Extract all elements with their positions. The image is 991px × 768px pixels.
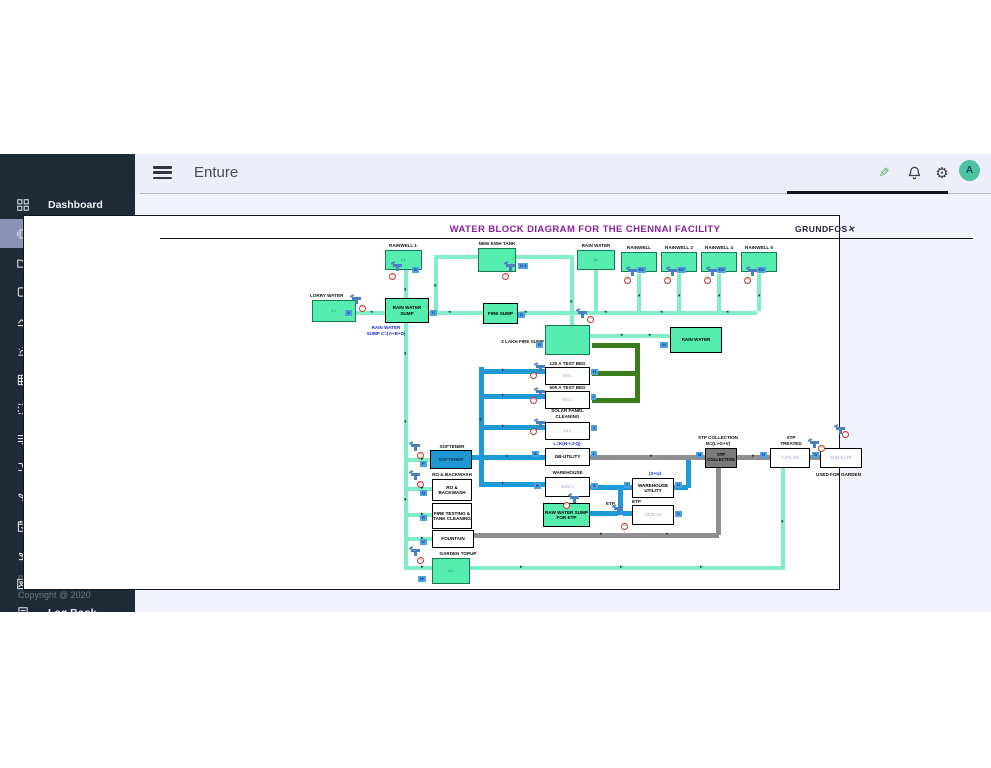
user-avatar[interactable]: A [959,160,980,181]
copyright-text: Copyright @ 2020 [18,590,91,600]
header-divider [140,193,991,194]
app-shell: Enture ✎ ⚙ A DashboardViewsWorkspacesApp… [0,154,991,612]
sidebar-item-dashboard[interactable]: Dashboard [0,190,135,219]
edit-pencil-icon[interactable]: ✎ [878,165,890,180]
top-header: Enture ✎ ⚙ A [135,154,991,194]
settings-gear-icon[interactable]: ⚙ [935,165,949,182]
app-title: Enture [194,164,239,181]
sidebar-item-label: Dashboard [48,198,103,211]
dashboard-icon [13,197,33,213]
view-canvas [23,215,840,590]
logbook-icon [13,605,33,612]
hamburger-menu-icon[interactable] [153,166,172,180]
header-dark-indicator [787,191,948,194]
sidebar-item-log-book[interactable]: Log Book [0,599,135,612]
notifications-bell-icon[interactable] [903,162,925,184]
bell-icon [908,166,920,180]
sidebar-item-label: Log Book [48,607,96,612]
